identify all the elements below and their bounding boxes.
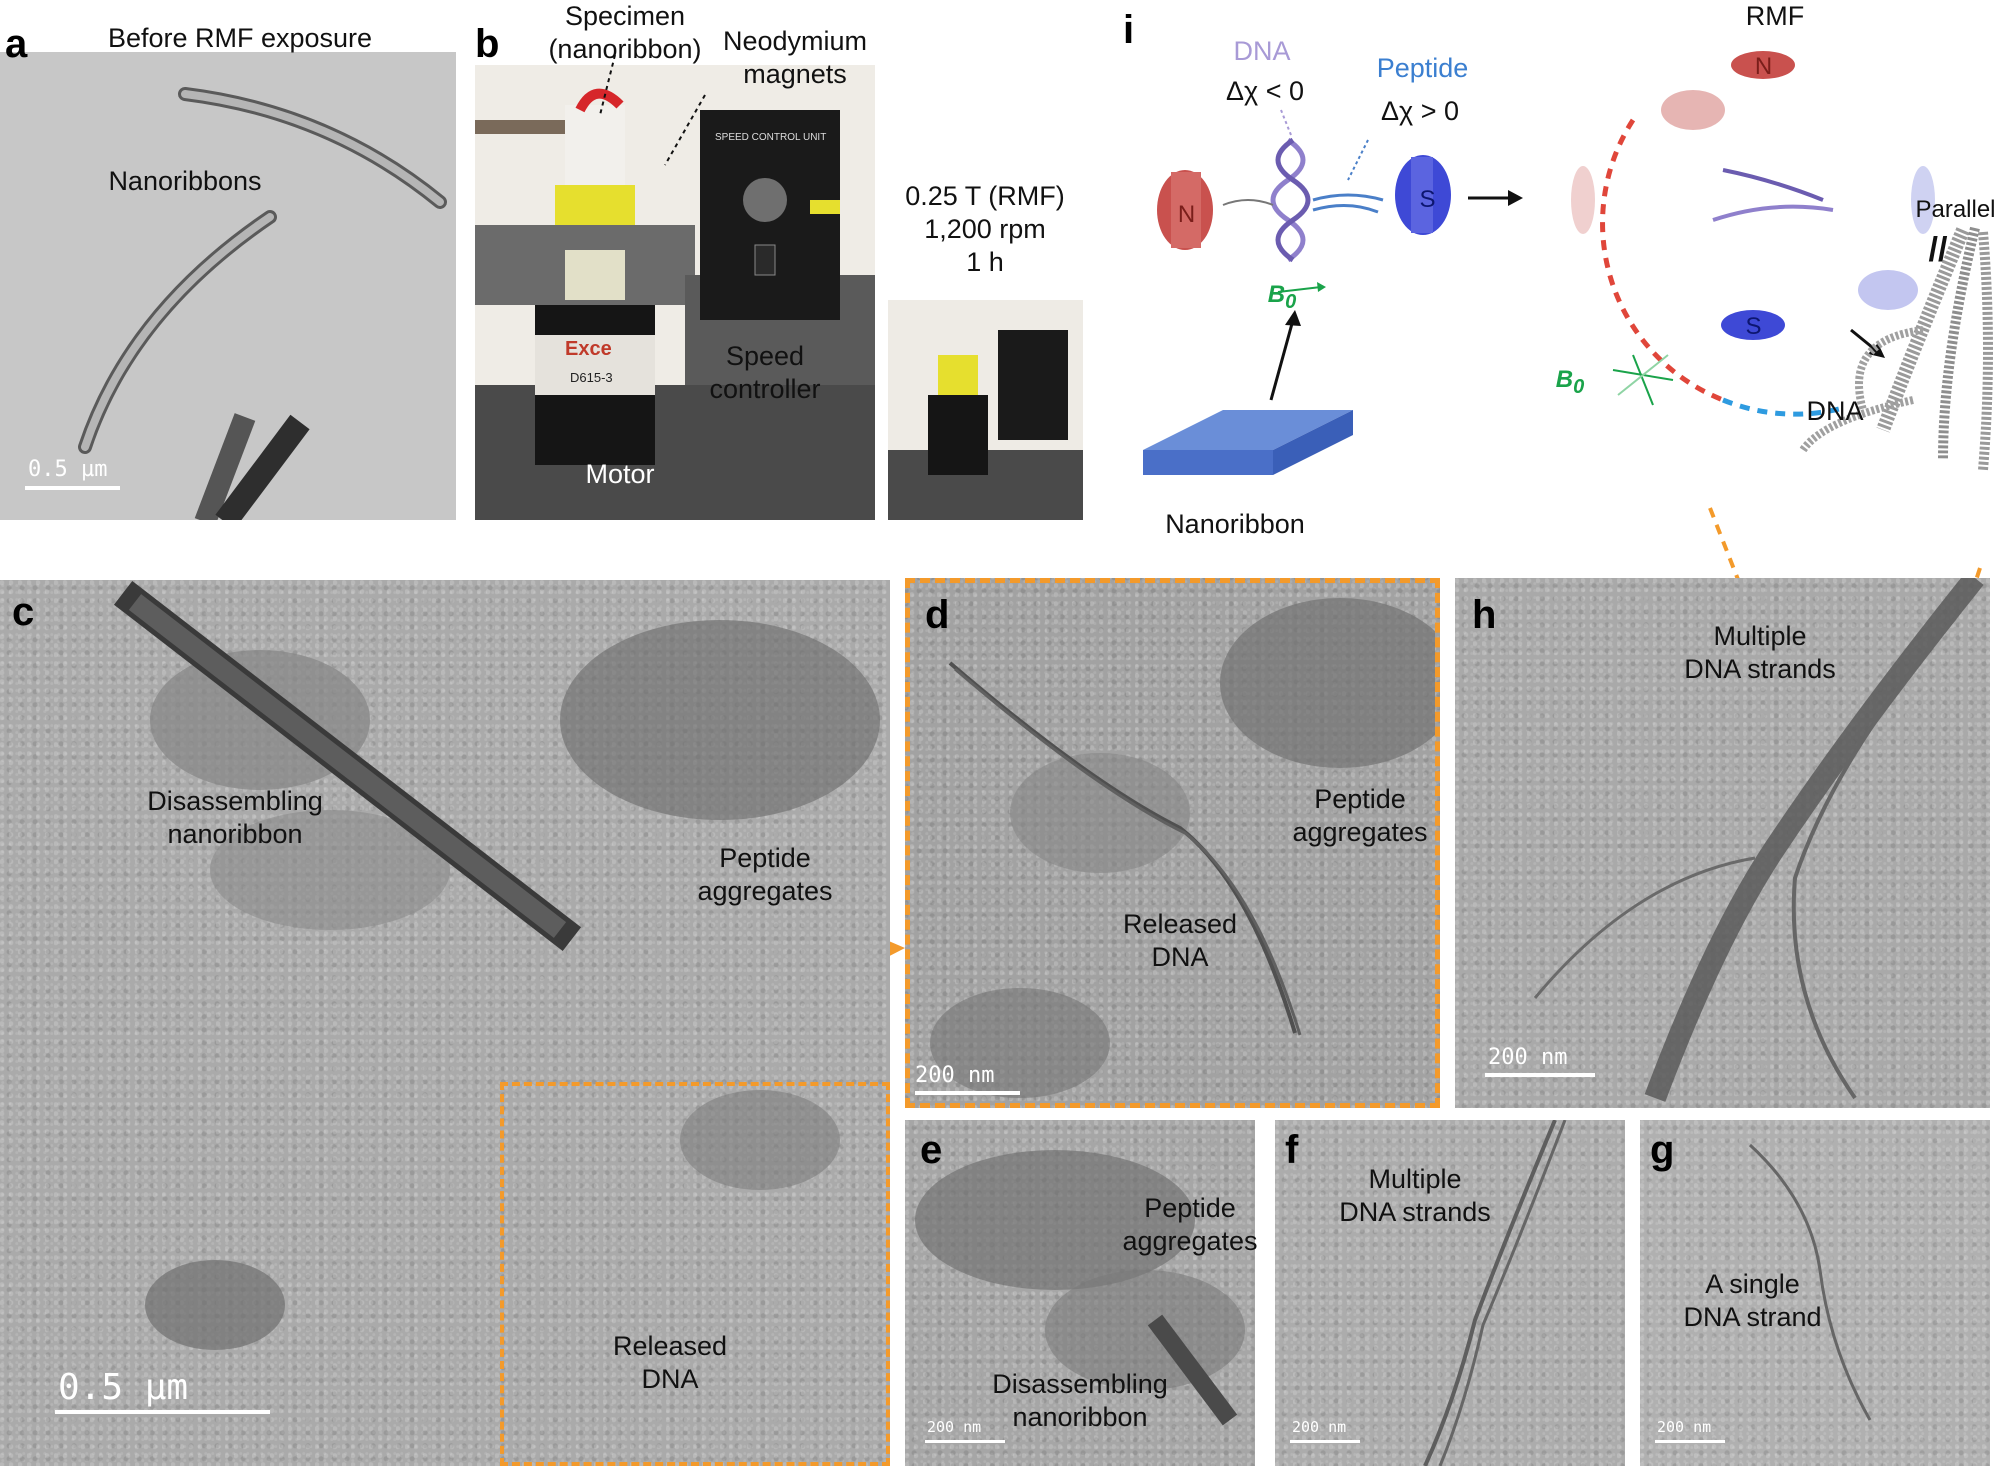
panel-i-dna-label: DNA: [1233, 36, 1291, 66]
panel-h-features: [1533, 578, 1984, 1102]
panel-g-scale-bar: [1655, 1440, 1725, 1443]
panel-f-letter: f: [1285, 1128, 1299, 1172]
panel-i-peptide-label: Peptide: [1376, 53, 1469, 83]
panel-d-scale-bar: [915, 1091, 1020, 1095]
panel-a-nanoribbons-label: Nanoribbons: [108, 166, 262, 196]
panel-i-peptide-chi: Δχ > 0: [1381, 96, 1459, 126]
panel-c-peptide-label: Peptide aggregates: [697, 843, 833, 906]
panel-h-label: Multiple DNA strands: [1684, 621, 1836, 684]
panel-g-micrograph: 200 nm: [1640, 1120, 1990, 1466]
panel-b-specimen-label: Specimen (nanoribbon): [548, 1, 702, 64]
panel-i-rmf-label: RMF: [1745, 1, 1805, 31]
panel-e-scale-bar: [925, 1440, 1005, 1443]
panel-a-scale-label: 0.5 µm: [28, 457, 108, 482]
panel-c-ribbon-label: Disassembling nanoribbon: [147, 786, 323, 849]
panel-i-field-label-1: B0: [1267, 281, 1297, 313]
panel-e-features: [915, 1150, 1245, 1426]
panel-c-dna-label: Released DNA: [612, 1331, 728, 1394]
panel-h-letter: h: [1472, 593, 1497, 637]
panel-e-ribbon-label: Disassembling nanoribbon: [992, 1369, 1168, 1432]
panel-i-field-label-2: B0: [1555, 366, 1585, 398]
panel-f-micrograph: 200 nm: [1275, 1120, 1625, 1466]
panel-f-scale-bar: [1290, 1440, 1360, 1443]
panel-f-label: Multiple DNA strands: [1339, 1164, 1491, 1227]
panel-c-scale-label: 0.5 µm: [58, 1367, 189, 1408]
panel-i-parallel-mark: //: [1928, 231, 1948, 269]
panel-b-apparatus: Exce D615-3 SPEED CONTROL UNIT: [475, 65, 875, 520]
panel-e-micrograph: 200 nm: [905, 1120, 1255, 1466]
panel-b-photo: Exce D615-3 SPEED CONTROL UNIT: [475, 65, 875, 520]
panel-b-controller-label: Speed controller: [709, 341, 821, 404]
panel-b-letter: b: [475, 22, 500, 66]
panel-a-scale-bar: [25, 486, 120, 490]
panel-c-zoom-box: [500, 1082, 890, 1466]
panel-a-title: Before RMF exposure: [107, 23, 373, 53]
panel-c-features: [113, 580, 880, 1350]
panel-i-schematic: [1143, 51, 1993, 475]
panel-d-scale-label: 200 nm: [915, 1063, 995, 1088]
panel-d-dna-label: Released DNA: [1122, 909, 1238, 972]
panel-i-nanoribbon-label: Nanoribbon: [1165, 509, 1305, 539]
panel-b-inset-photo: [888, 300, 1083, 520]
panel-d-peptide-label: Peptide aggregates: [1292, 784, 1428, 847]
panel-c-scale-bar: [55, 1410, 270, 1414]
panel-b-inset-apparatus: [888, 300, 1083, 520]
panel-b-motor-label: Motor: [585, 459, 655, 489]
panel-i-dna-output-label: DNA: [1806, 396, 1864, 426]
panel-a-micrograph: 0.5 µm: [0, 52, 456, 520]
panel-h-micrograph: 200 nm: [1455, 578, 1990, 1108]
panel-g-scale-label: 200 nm: [1657, 1418, 1712, 1436]
panel-i-pole-s-right: S: [1745, 313, 1762, 340]
svg-text:Exce: Exce: [565, 338, 612, 360]
svg-text:SPEED CONTROL UNIT: SPEED CONTROL UNIT: [715, 132, 826, 143]
panel-b-conditions: 0.25 T (RMF) 1,200 rpm 1 h: [905, 181, 1065, 277]
panel-g-features: [1748, 1143, 1872, 1421]
panel-i-letter: i: [1123, 8, 1135, 52]
panel-c-micrograph: 0.5 µm: [0, 580, 890, 1466]
panel-c-letter: c: [12, 590, 35, 634]
panel-h-scale-label: 200 nm: [1488, 1045, 1568, 1070]
panel-i-pole-s-left: S: [1419, 186, 1436, 213]
panel-d-features: [930, 598, 1435, 1098]
panel-i-parallel-label: Parallel: [1915, 196, 1996, 223]
panel-g-label: A single DNA strand: [1683, 1269, 1822, 1332]
panel-e-scale-label: 200 nm: [927, 1418, 982, 1436]
panel-d-letter: d: [925, 593, 950, 637]
panel-b-magnets-label: Neodymium magnets: [722, 26, 868, 89]
panel-a-nanoribbons: [78, 87, 447, 520]
panel-d-micrograph: 200 nm: [905, 578, 1440, 1108]
panel-e-peptide-label: Peptide aggregates: [1122, 1193, 1258, 1256]
panel-i-pole-n-right: N: [1754, 53, 1773, 80]
panel-g-letter: g: [1650, 1128, 1675, 1172]
panel-i-dna-chi: Δχ < 0: [1226, 76, 1304, 106]
panel-i-pole-n-left: N: [1177, 201, 1196, 228]
panel-e-letter: e: [920, 1128, 943, 1172]
panel-h-scale-bar: [1485, 1073, 1595, 1077]
panel-f-scale-label: 200 nm: [1292, 1418, 1347, 1436]
svg-text:D615-3: D615-3: [570, 370, 613, 385]
panel-a-letter: a: [5, 22, 28, 66]
panel-f-features: [1423, 1120, 1567, 1466]
